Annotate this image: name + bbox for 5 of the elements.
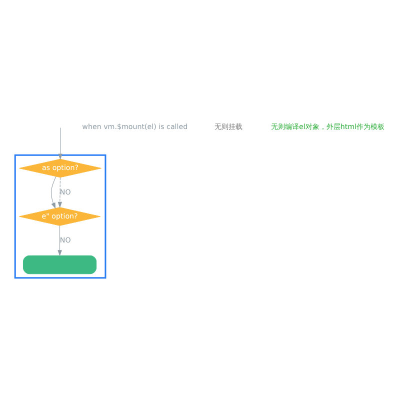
- arrow: [50, 176, 56, 209]
- arrow: [57, 225, 62, 256]
- arrow: [57, 177, 62, 208]
- node-box: [22, 255, 96, 274]
- arrow: [58, 127, 62, 160]
